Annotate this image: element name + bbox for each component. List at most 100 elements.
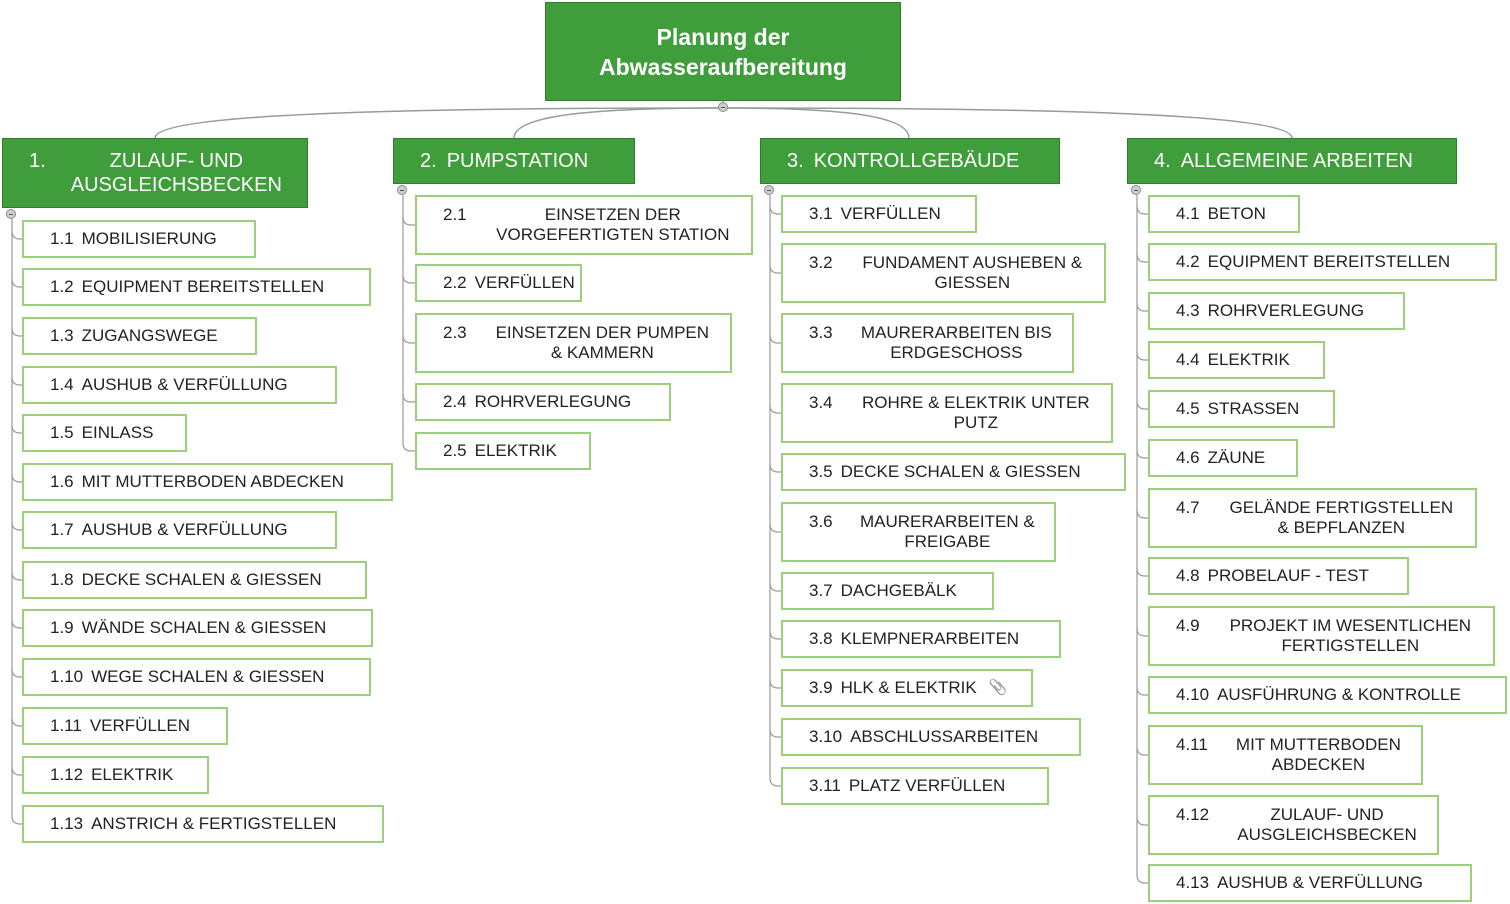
task-number: 2.4 [443,392,467,411]
task-number: 3.7 [809,581,833,600]
task-label-line: AUSGLEICHSBECKEN [1237,825,1417,844]
branch-label: ALLGEMEINE ARBEITEN [1180,150,1413,172]
task-number: 3.2 [809,253,833,272]
task-label: ELEKTRIK [474,441,557,460]
task-label: GELÄNDE FERTIGSTELLEN& BEPFLANZEN [1208,498,1475,538]
task-label: STRASSEN [1207,399,1300,418]
task-label-line: GIESSEN [934,273,1011,292]
task-1-7[interactable]: 1.7 AUSHUB & VERFÜLLUNG [22,511,337,549]
branch-collapse-toggle[interactable] [1131,185,1141,195]
task-4-10[interactable]: 4.10 AUSFÜHRUNG & KONTROLLE [1148,676,1507,714]
task-number: 4.11 [1176,735,1208,754]
task-label: HLK & ELEKTRIK [840,678,977,697]
branch-collapse-toggle[interactable] [397,185,407,195]
branch-number: 1. [29,150,46,172]
task-number: 2.3 [443,323,467,342]
task-label-line: & BEPFLANZEN [1277,518,1406,537]
task-label-line: MAURERARBEITEN & [859,512,1035,531]
task-label-line: ABDECKEN [1271,755,1366,774]
task-label: KLEMPNERARBEITEN [840,629,1020,648]
task-number: 4.4 [1176,350,1200,369]
task-label: ZÄUNE [1207,448,1266,467]
task-label-line: MAURERARBEITEN BIS [860,323,1052,342]
task-number: 2.1 [443,205,467,224]
task-label: DECKE SCHALEN & GIESSEN [840,462,1081,481]
task-label: PLATZ VERFÜLLEN [848,776,1006,795]
task-3-2[interactable]: 3.2 FUNDAMENT AUSHEBEN &GIESSEN [781,243,1106,303]
task-label-line: ZULAUF- UND [1270,805,1384,824]
task-label: EINLASS [81,423,154,442]
task-label: FUNDAMENT AUSHEBEN &GIESSEN [841,253,1104,293]
task-label: EQUIPMENT BEREITSTELLEN [1207,252,1451,271]
task-label: AUSFÜHRUNG & KONTROLLE [1217,685,1461,704]
task-label: VERFÜLLEN [840,204,941,223]
task-number: 4.12 [1176,805,1210,824]
task-label: AUSHUB & VERFÜLLUNG [81,520,288,539]
branch-collapse-toggle[interactable] [764,185,774,195]
task-number: 4.8 [1176,566,1200,585]
task-number: 4.10 [1176,685,1210,704]
task-2-5[interactable]: 2.5 ELEKTRIK [415,432,591,470]
task-number: 1.7 [50,520,74,539]
task-label: ELEKTRIK [91,765,174,784]
branch-number: 2. [420,150,437,172]
task-label-line: PROJEKT IM WESENTLICHEN [1229,616,1472,635]
branch-collapse-toggle[interactable] [6,209,16,219]
branch-2[interactable]: 2.PUMPSTATION [393,138,635,184]
paperclip-icon[interactable]: 📎 [988,679,1008,696]
task-label-line: EINSETZEN DER PUMPEN [495,323,710,342]
task-label: DECKE SCHALEN & GIESSEN [81,570,322,589]
root-topic[interactable]: Planung der Abwasseraufbereitung [545,2,901,101]
task-number: 3.4 [809,393,833,412]
branch-3[interactable]: 3.KONTROLLGEBÄUDE [760,138,1060,184]
root-collapse-toggle[interactable] [718,102,728,112]
root-title-line2: Abwasseraufbereitung [599,53,847,80]
task-label: BETON [1207,204,1266,223]
branch-4[interactable]: 4.ALLGEMEINE ARBEITEN [1127,138,1457,184]
task-number: 1.2 [50,277,74,296]
task-label: VERFÜLLEN [89,716,190,735]
task-number: 2.5 [443,441,467,460]
